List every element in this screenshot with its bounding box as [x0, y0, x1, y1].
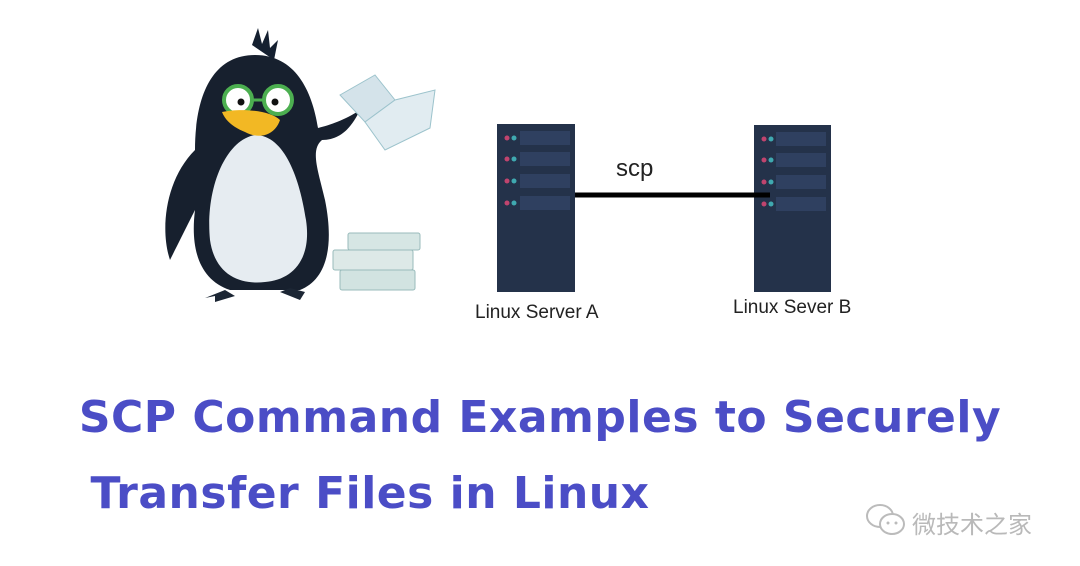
watermark-text: 微技术之家	[912, 511, 1032, 539]
server-b-label: Linux Sever B	[733, 297, 852, 318]
penguin-mascot-icon	[165, 28, 360, 302]
title-line-1: SCP Command Examples to Securely	[78, 392, 1002, 443]
server-a-icon	[497, 124, 575, 292]
wechat-icon	[866, 504, 905, 535]
open-book-icon	[339, 74, 436, 151]
server-a-label: Linux Server A	[475, 302, 599, 323]
book-stack-icon	[332, 232, 421, 291]
scp-label: scp	[616, 155, 654, 182]
title-line-2: Transfer Files in Linux	[90, 468, 650, 519]
server-b-icon	[754, 125, 831, 292]
